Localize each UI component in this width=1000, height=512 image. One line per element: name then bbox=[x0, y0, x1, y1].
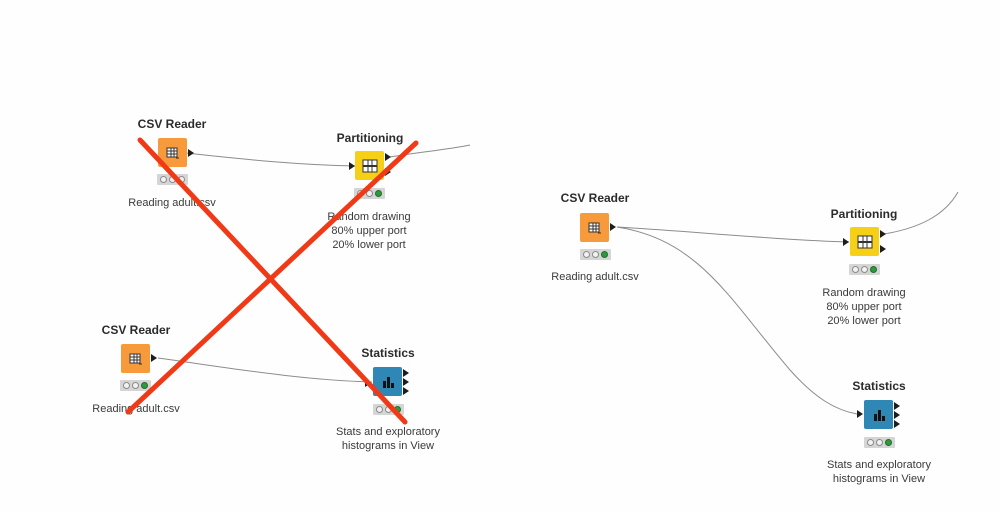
node-status-lights bbox=[354, 188, 385, 199]
description-line: Random drawing bbox=[327, 211, 411, 223]
node-description: Stats and exploratory histograms in View bbox=[827, 458, 931, 486]
status-light-yellow bbox=[861, 266, 868, 273]
description-line: histograms in View bbox=[341, 440, 435, 452]
description-line: 20% lower port bbox=[332, 239, 406, 251]
node-title-partitioning: Partitioning bbox=[336, 131, 404, 145]
output-port-upper[interactable] bbox=[385, 153, 391, 161]
node-title-partitioning: Partitioning bbox=[830, 207, 898, 221]
table-import-icon bbox=[129, 353, 142, 364]
statistics-bars-icon bbox=[873, 409, 885, 421]
description-line: histograms in View bbox=[832, 473, 926, 485]
node-title-statistics: Statistics bbox=[852, 379, 906, 393]
node-status-lights bbox=[849, 264, 880, 275]
partition-grid-icon bbox=[857, 235, 872, 248]
status-light-yellow bbox=[592, 251, 599, 258]
node-description: Random drawing 80% upper port 20% lower … bbox=[822, 286, 905, 328]
description-line: Stats and exploratory bbox=[827, 459, 931, 471]
output-port[interactable] bbox=[403, 378, 409, 386]
node-status-lights bbox=[120, 380, 151, 391]
wire-partitioning-out[interactable] bbox=[389, 144, 471, 158]
status-light-yellow bbox=[876, 439, 883, 446]
statistics-node[interactable] bbox=[864, 400, 893, 429]
status-light-green bbox=[870, 266, 877, 273]
wire-reader-to-statistics-right[interactable] bbox=[616, 226, 858, 415]
output-port[interactable] bbox=[188, 149, 194, 157]
wire-reader2-to-statistics[interactable] bbox=[157, 357, 373, 383]
description-line: 80% upper port bbox=[826, 301, 902, 313]
status-light-green bbox=[601, 251, 608, 258]
partition-grid-icon bbox=[362, 159, 377, 172]
output-port[interactable] bbox=[403, 369, 409, 377]
node-status-lights bbox=[157, 174, 188, 185]
node-description: Reading adult.csv bbox=[92, 402, 179, 416]
node-title-csv-reader: CSV Reader bbox=[137, 117, 207, 131]
description-line: 20% lower port bbox=[827, 315, 901, 327]
status-light-red bbox=[852, 266, 859, 273]
csv-reader-node[interactable] bbox=[158, 138, 187, 167]
status-light-green bbox=[394, 406, 401, 413]
wire-reader-to-partitioning-right[interactable] bbox=[616, 226, 850, 243]
status-light-red bbox=[160, 176, 167, 183]
output-port[interactable] bbox=[610, 223, 616, 231]
status-light-green bbox=[375, 190, 382, 197]
node-description: Reading adult.csv bbox=[128, 196, 215, 210]
output-port-lower[interactable] bbox=[880, 245, 886, 253]
csv-reader-node[interactable] bbox=[580, 213, 609, 242]
node-description: Reading adult.csv bbox=[551, 270, 638, 284]
statistics-node[interactable] bbox=[373, 367, 402, 396]
output-port[interactable] bbox=[151, 354, 157, 362]
partitioning-node[interactable] bbox=[355, 151, 384, 180]
input-port[interactable] bbox=[843, 238, 849, 246]
status-light-red bbox=[123, 382, 130, 389]
partitioning-node[interactable] bbox=[850, 227, 879, 256]
node-status-lights bbox=[864, 437, 895, 448]
description-line: Stats and exploratory bbox=[336, 426, 440, 438]
node-title-statistics: Statistics bbox=[361, 346, 415, 360]
output-port[interactable] bbox=[894, 402, 900, 410]
description-line: Reading adult.csv bbox=[128, 197, 216, 209]
description-line: 80% upper port bbox=[331, 225, 407, 237]
node-status-lights bbox=[580, 249, 611, 260]
statistics-bars-icon bbox=[382, 376, 394, 388]
node-description: Random drawing 80% upper port 20% lower … bbox=[327, 210, 410, 252]
status-light-red bbox=[357, 190, 364, 197]
output-port-upper[interactable] bbox=[880, 230, 886, 238]
status-light-yellow bbox=[132, 382, 139, 389]
output-port[interactable] bbox=[403, 387, 409, 395]
description-line: Reading adult.csv bbox=[551, 271, 639, 283]
node-title-csv-reader: CSV Reader bbox=[560, 191, 630, 205]
status-light-green bbox=[885, 439, 892, 446]
output-port[interactable] bbox=[894, 420, 900, 428]
output-port[interactable] bbox=[894, 411, 900, 419]
status-light-yellow bbox=[385, 406, 392, 413]
wire-reader-to-partitioning[interactable] bbox=[185, 152, 357, 167]
description-line: Random drawing bbox=[822, 287, 906, 299]
status-light-red bbox=[867, 439, 874, 446]
status-light-green bbox=[141, 382, 148, 389]
input-port[interactable] bbox=[365, 379, 371, 387]
wire-partitioning-out-right[interactable] bbox=[883, 191, 959, 235]
node-status-lights bbox=[373, 404, 404, 415]
table-import-icon bbox=[588, 222, 601, 233]
csv-reader-node[interactable] bbox=[121, 344, 150, 373]
node-description: Stats and exploratory histograms in View bbox=[336, 425, 440, 453]
status-light-yellow bbox=[169, 176, 176, 183]
table-import-icon bbox=[166, 147, 179, 158]
status-light-red bbox=[376, 406, 383, 413]
status-light-green bbox=[178, 176, 185, 183]
description-line: Reading adult.csv bbox=[92, 403, 180, 415]
output-port-lower[interactable] bbox=[385, 168, 391, 176]
status-light-red bbox=[583, 251, 590, 258]
node-title-csv-reader: CSV Reader bbox=[101, 323, 171, 337]
input-port[interactable] bbox=[857, 410, 863, 418]
status-light-yellow bbox=[366, 190, 373, 197]
